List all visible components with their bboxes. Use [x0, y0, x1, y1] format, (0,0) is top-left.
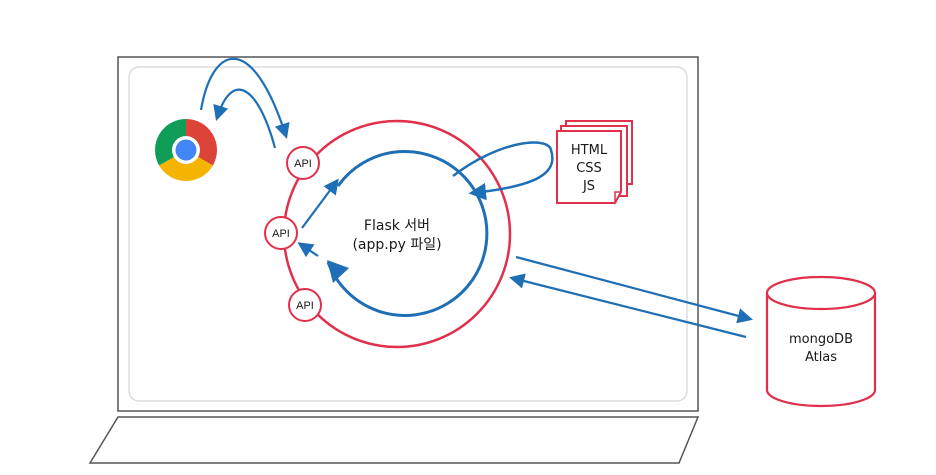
- laptop-keyboard-base: [88, 416, 700, 464]
- api-badge-label: API: [272, 228, 290, 240]
- db-request-arrow: [515, 255, 753, 324]
- static-files-loop-arrow: [452, 141, 554, 201]
- server-subtitle: (app.py 파일): [352, 237, 441, 253]
- chrome-icon: [154, 119, 218, 182]
- static-file-html: HTML: [571, 143, 608, 158]
- laptop-icon: [88, 56, 700, 464]
- browser-response-arrow: [213, 88, 277, 149]
- api-badge-label: API: [296, 300, 314, 312]
- api-badge-top: API: [286, 146, 320, 180]
- api-badge-bottom: API: [288, 288, 322, 322]
- server-cycle-arrowhead: [327, 260, 349, 283]
- document-stack-icon: [556, 120, 633, 204]
- server-cycle-arc: [326, 150, 489, 317]
- laptop-screen-inner: [128, 66, 688, 402]
- api-in-arrow: [297, 242, 319, 258]
- server-title: Flask 서버: [364, 218, 430, 234]
- static-file-js: JS: [582, 179, 595, 194]
- static-file-css: CSS: [576, 161, 602, 176]
- browser-request-arrow: [199, 57, 290, 139]
- database-subname: Atlas: [805, 350, 837, 365]
- api-up-arrow: [301, 178, 339, 229]
- db-response-arrow: [509, 273, 747, 339]
- api-badge-label: API: [294, 158, 312, 170]
- api-badge-middle: API: [264, 216, 298, 250]
- database-cylinder-icon: [765, 275, 877, 408]
- database-name: mongoDB: [789, 332, 853, 347]
